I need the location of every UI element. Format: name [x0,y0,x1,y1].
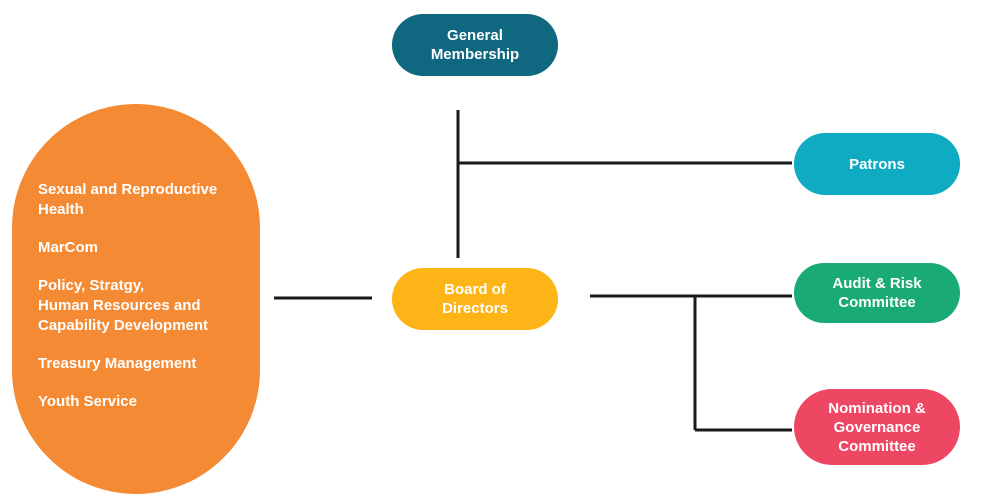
board-of-directors-node: Board of Directors [392,268,558,330]
patrons-label: Patrons [849,155,905,173]
board-of-directors-label: Board of Directors [442,281,508,317]
nomination-governance-committee-node: Nomination & Governance Committee [794,389,960,465]
general-membership-label: General Membership [430,27,520,63]
audit-risk-committee-node: Audit & Risk Committee [794,263,960,323]
program-item-treasury-management: Treasury Management [38,355,197,372]
audit-risk-committee-label: Audit & Risk Committee [832,275,922,311]
program-item-policy-strategy-hr: Policy, Stratgy, Human Resources and Cap… [38,277,209,334]
program-item-youth-service: Youth Service [38,393,137,410]
programs-node: Sexual and Reproductive Health MarCom Po… [12,104,260,494]
program-item-marcom: MarCom [38,239,99,256]
patrons-node: Patrons [794,133,960,195]
general-membership-node: General Membership [392,14,558,76]
program-item-sexual-reproductive-health: Sexual and Reproductive Health [38,181,218,218]
nomination-governance-committee-label: Nomination & Governance Committee [828,399,926,455]
